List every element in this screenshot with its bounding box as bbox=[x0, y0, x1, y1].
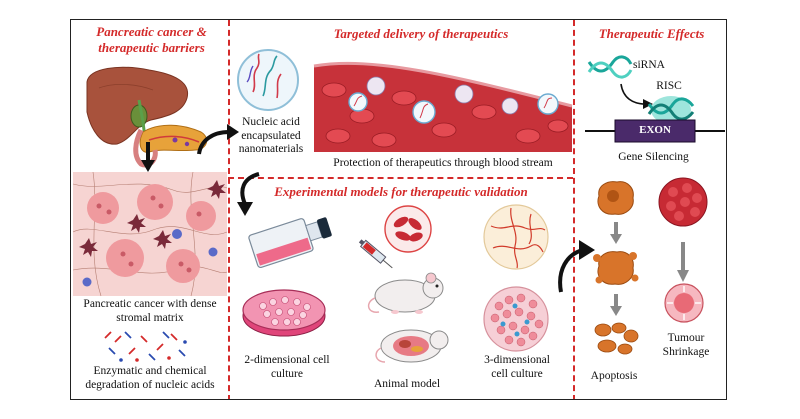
exon-bar-icon bbox=[585, 119, 725, 143]
sirna-icon bbox=[587, 55, 633, 79]
shrinkage-label: Tumour Shrinkage bbox=[662, 332, 710, 358]
tumor-cell-icon bbox=[597, 181, 634, 215]
arrow-to-risc-icon bbox=[620, 83, 653, 109]
spheroid-cells-icon bbox=[483, 286, 549, 352]
down-arrow-small-2-icon bbox=[610, 294, 622, 316]
figure-frame: Pancreatic cancer & therapeutic barriers bbox=[70, 19, 727, 400]
culture3d-label: 3-dimensional cell culture bbox=[484, 354, 550, 380]
bloodstream-label: Protection of therapeutics through blood… bbox=[333, 157, 553, 169]
nanomaterial-label: Nucleic acid encapsulated nanomaterials bbox=[238, 116, 304, 155]
exon-label: EXON bbox=[639, 124, 671, 136]
mouse-icon bbox=[367, 272, 444, 314]
degraded-nucleic-acid-icon bbox=[104, 331, 187, 362]
stroma-label: Pancreatic cancer with dense stromal mat… bbox=[83, 298, 217, 324]
spheroid-vascular-icon bbox=[483, 204, 549, 270]
degradation-label: Enzymatic and chemical degradation of nu… bbox=[85, 365, 215, 391]
silencing-label: Gene Silencing bbox=[618, 151, 689, 163]
blebbing-cell-icon bbox=[593, 251, 639, 285]
tumor-tissue-icon bbox=[384, 205, 432, 253]
divider-left bbox=[228, 20, 230, 399]
curved-arrow-to-vessel-icon bbox=[197, 124, 239, 155]
culture-flask-icon bbox=[248, 217, 332, 269]
models-title: Experimental models for therapeutic vali… bbox=[274, 184, 528, 199]
large-tumor-icon bbox=[658, 177, 708, 227]
risc-label: RISC bbox=[656, 80, 682, 92]
down-arrow-small-3-icon bbox=[677, 242, 689, 282]
effects-title: Therapeutic Effects bbox=[598, 26, 705, 41]
divider-middle bbox=[228, 177, 573, 179]
liver-pancreas-illustration bbox=[86, 66, 208, 168]
shrinking-tumor-icon bbox=[664, 283, 704, 323]
delivery-title: Targeted delivery of therapeutics bbox=[333, 26, 509, 41]
culture2d-label: 2-dimensional cell culture bbox=[244, 354, 330, 380]
blood-vessel-illustration bbox=[313, 61, 573, 152]
down-arrow-icon bbox=[141, 142, 155, 172]
down-arrow-small-icon bbox=[610, 222, 622, 244]
syringe-icon bbox=[358, 239, 393, 269]
curved-arrow-to-models-icon bbox=[237, 172, 260, 216]
dissected-mouse-icon bbox=[375, 329, 449, 363]
stroma-tissue-illustration bbox=[72, 171, 228, 297]
nanoparticle-icon bbox=[237, 49, 299, 111]
animal-label: Animal model bbox=[373, 378, 441, 390]
barriers-title: Pancreatic cancer & therapeutic barriers bbox=[96, 24, 207, 55]
curved-arrow-to-effects-icon bbox=[558, 240, 595, 293]
apoptotic-bodies-icon bbox=[594, 322, 639, 355]
petri-dish-icon bbox=[242, 289, 326, 337]
apoptosis-label: Apoptosis bbox=[590, 370, 638, 382]
divider-right bbox=[573, 20, 575, 399]
risc-complex-icon bbox=[647, 96, 695, 124]
sirna-label: siRNA bbox=[633, 59, 665, 71]
